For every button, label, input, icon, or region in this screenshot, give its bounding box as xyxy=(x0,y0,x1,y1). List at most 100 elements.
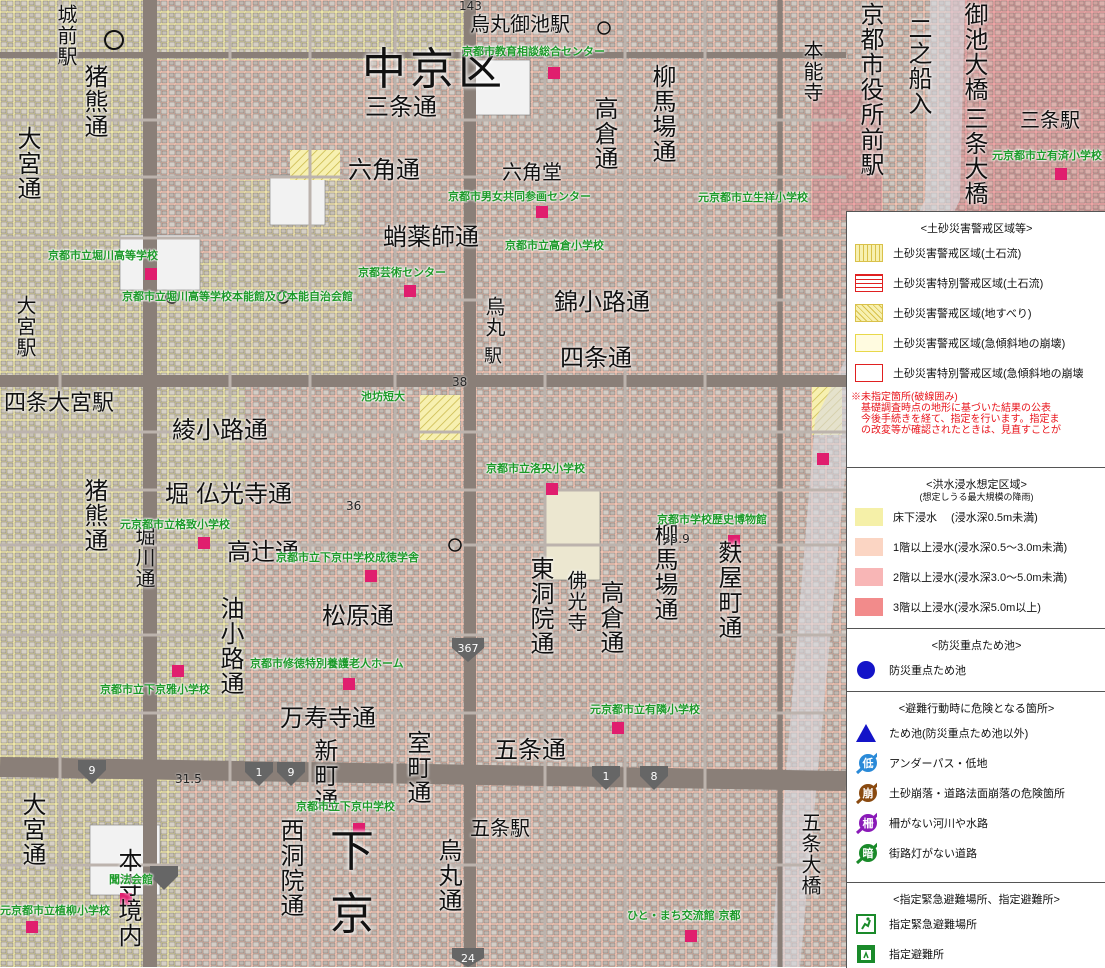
map-symbols xyxy=(104,21,611,552)
facility-label: 京都芸術センター xyxy=(358,266,446,279)
facility-label: 京都市教育相談総合センター xyxy=(462,45,605,58)
flood-zone-red xyxy=(950,0,1105,211)
legend-item: ため池(防災重点ため池以外) xyxy=(847,718,1105,748)
street-label-takoyakushi: 蛸薬師通 xyxy=(383,223,479,251)
street-label-honnoji: 本能寺 xyxy=(800,40,824,103)
street-label-horikawa: 堀 xyxy=(165,480,189,508)
legend-note-line: の改変等が確認されたときは、見直すことが xyxy=(861,425,1061,436)
street-label-nijojo: 城前駅 xyxy=(54,4,78,67)
street-label-bukkoji: 仏光寺通 xyxy=(196,480,292,508)
facility-label: 京都市立下京中学校 xyxy=(296,800,395,813)
legend-note-title: ※未指定箇所(破線囲み) xyxy=(851,392,958,403)
legend-item: 暗 街路灯がない道路 xyxy=(847,838,1105,868)
street-label-ayanokoji: 綾小路通 xyxy=(172,416,268,444)
legend-pond-section: <防災重点ため池> 防災重点ため池 xyxy=(847,629,1105,692)
triangle-icon xyxy=(855,722,877,744)
svg-text:9: 9 xyxy=(89,764,96,777)
street-label-honganji: 本寺境内 xyxy=(114,848,142,948)
street-label-takakura: 高倉通 xyxy=(590,96,618,171)
street-label-inokuma-2: 猪熊通 xyxy=(80,478,108,553)
street-label-omiya-station: 大宮駅 xyxy=(13,295,37,358)
minor-roads xyxy=(0,0,846,967)
elevation-number: 31.5 xyxy=(175,772,202,786)
svg-text:低: 低 xyxy=(862,756,874,770)
street-label-manjuji: 万寿寺通 xyxy=(280,704,376,732)
ward-label-shimogyo-2: 京 xyxy=(330,889,378,940)
facility-label: 京都市立高倉小学校 xyxy=(505,239,604,252)
street-label-aburanokoji: 油小路通 xyxy=(216,596,244,696)
svg-text:9: 9 xyxy=(288,766,295,779)
facility-label: 京都市立堀川高等学校 xyxy=(48,249,158,262)
underpass-icon: 低 xyxy=(855,752,877,775)
street-label-takatsuji: 高辻通 xyxy=(227,538,299,566)
legend-item: 土砂災害警戒区域(土石流) xyxy=(847,238,1105,268)
street-label-omiya: 大宮通 xyxy=(13,126,41,201)
street-label-nijo-senba: 二之船入 xyxy=(904,16,932,116)
legend-item: 1階以上浸水(浸水深0.5～3.0m未満) xyxy=(847,532,1105,562)
street-label-karasuma-oike: 烏丸御池駅 xyxy=(470,12,570,36)
elevation-number: 143 xyxy=(459,0,482,13)
street-label-karasuma-station: 駅 xyxy=(484,346,502,367)
facility-label: 元京都市立格致小学校 xyxy=(120,518,230,531)
facility-label: 元京都市立有隣小学校 xyxy=(590,703,700,716)
street-label-karasuma-north: 烏丸 xyxy=(482,296,506,338)
facility-label: 京都市男女共同参画センター xyxy=(448,190,591,203)
elevation-number: 38 xyxy=(452,375,468,389)
street-label-shinmachi: 新町通 xyxy=(310,738,338,813)
legend-item: 土砂災害特別警戒区域(急傾斜地の崩壊 xyxy=(847,358,1105,388)
flood-zone-yellow xyxy=(140,10,470,60)
fence-icon: 柵 xyxy=(855,812,877,835)
facility-label: 京都市立洛央小学校 xyxy=(486,462,585,475)
flood-swatch-3 xyxy=(855,568,883,586)
legend-item: 3階以上浸水(浸水深5.0m以上) xyxy=(847,592,1105,622)
steep-slope-special-swatch xyxy=(855,364,883,382)
street-label-bukkoji-temple: 佛光寺 xyxy=(564,570,588,633)
street-label-sanjo-keihan: 三条駅 xyxy=(1020,108,1080,132)
street-label-sanjo: 三条通 xyxy=(365,93,437,121)
legend-item: 土砂災害警戒区域(急傾斜地の崩壊) xyxy=(847,328,1105,358)
svg-text:1: 1 xyxy=(603,770,610,783)
elevation-number: 36 xyxy=(346,499,362,513)
street-label-shijo: 四条通 xyxy=(560,344,632,372)
legend-shelter-section: <指定緊急避難場所、指定避難所> 指定緊急避難場所 指定避難所 xyxy=(847,883,1105,968)
facility-label: 聞法会館 xyxy=(109,873,153,886)
elevation-number: 35.9 xyxy=(663,532,690,546)
street-label-horikawa-v: 堀川通 xyxy=(132,526,156,589)
flood-zone-red xyxy=(812,90,882,220)
shelter-markers xyxy=(26,67,1067,942)
flood-swatch-2 xyxy=(855,538,883,556)
street-label-omiya-south: 大宮通 xyxy=(18,792,46,867)
street-label-oike-ohashi: 御池大橋 xyxy=(960,2,988,102)
legend-item: 土砂災害警戒区域(地すべり) xyxy=(847,298,1105,328)
facility-label: 京都市立堀川高等学校本能館及び本能自治会館 xyxy=(122,290,353,303)
legend-flood-subtitle: (想定しうる最大規模の降雨) xyxy=(919,492,1034,502)
legend-item: 崩 土砂崩落・道路法面崩落の危険箇所 xyxy=(847,778,1105,808)
svg-text:1: 1 xyxy=(256,766,263,779)
facility-label: 元京都市立植柳小学校 xyxy=(0,904,110,917)
legend-item: 防災重点ため池 xyxy=(847,655,1105,685)
legend-note-line: 今後手続きを経て、指定を行います。指定ま xyxy=(861,414,1060,425)
pond-circle-icon xyxy=(855,659,877,681)
legend-item: 2階以上浸水(浸水深3.0～5.0m未満) xyxy=(847,562,1105,592)
institution-plot xyxy=(544,489,601,581)
debris-flow-swatch xyxy=(855,244,883,262)
legend-item: 床下浸水 (浸水深0.5m未満) xyxy=(847,502,1105,532)
facility-label: ひと・まち交流館 京都 xyxy=(627,909,741,922)
ward-label-nakagyo: 中京区 xyxy=(362,44,506,95)
route-shields: 9 1 9 1 8 367 24 xyxy=(78,638,668,967)
evacuation-shelter-icon xyxy=(855,943,877,965)
street-label-muromachi: 室町通 xyxy=(403,730,431,805)
legend-sediment-title: <土砂災害警戒区域等> xyxy=(920,223,1033,235)
legend-item: 指定避難所 xyxy=(847,939,1105,968)
institution-plot xyxy=(119,234,201,291)
flood-swatch-4 xyxy=(855,598,883,616)
facility-label: 池坊短大 xyxy=(361,390,405,403)
institution-plot xyxy=(269,174,326,226)
landslide-swatch xyxy=(855,304,883,322)
legend-danger-title: <避難行動時に危険となる箇所> xyxy=(898,703,1055,715)
dark-road-icon: 暗 xyxy=(855,842,877,865)
legend-item: 柵 柵がない河川や水路 xyxy=(847,808,1105,838)
legend-shelter-title: <指定緊急避難場所、指定避難所> xyxy=(893,894,1060,906)
street-label-gojo-station: 五条駅 xyxy=(470,816,530,840)
legend-sediment-section: <土砂災害警戒区域等> 土砂災害警戒区域(土石流) 土砂災害特別警戒区域(土石流… xyxy=(847,212,1105,468)
